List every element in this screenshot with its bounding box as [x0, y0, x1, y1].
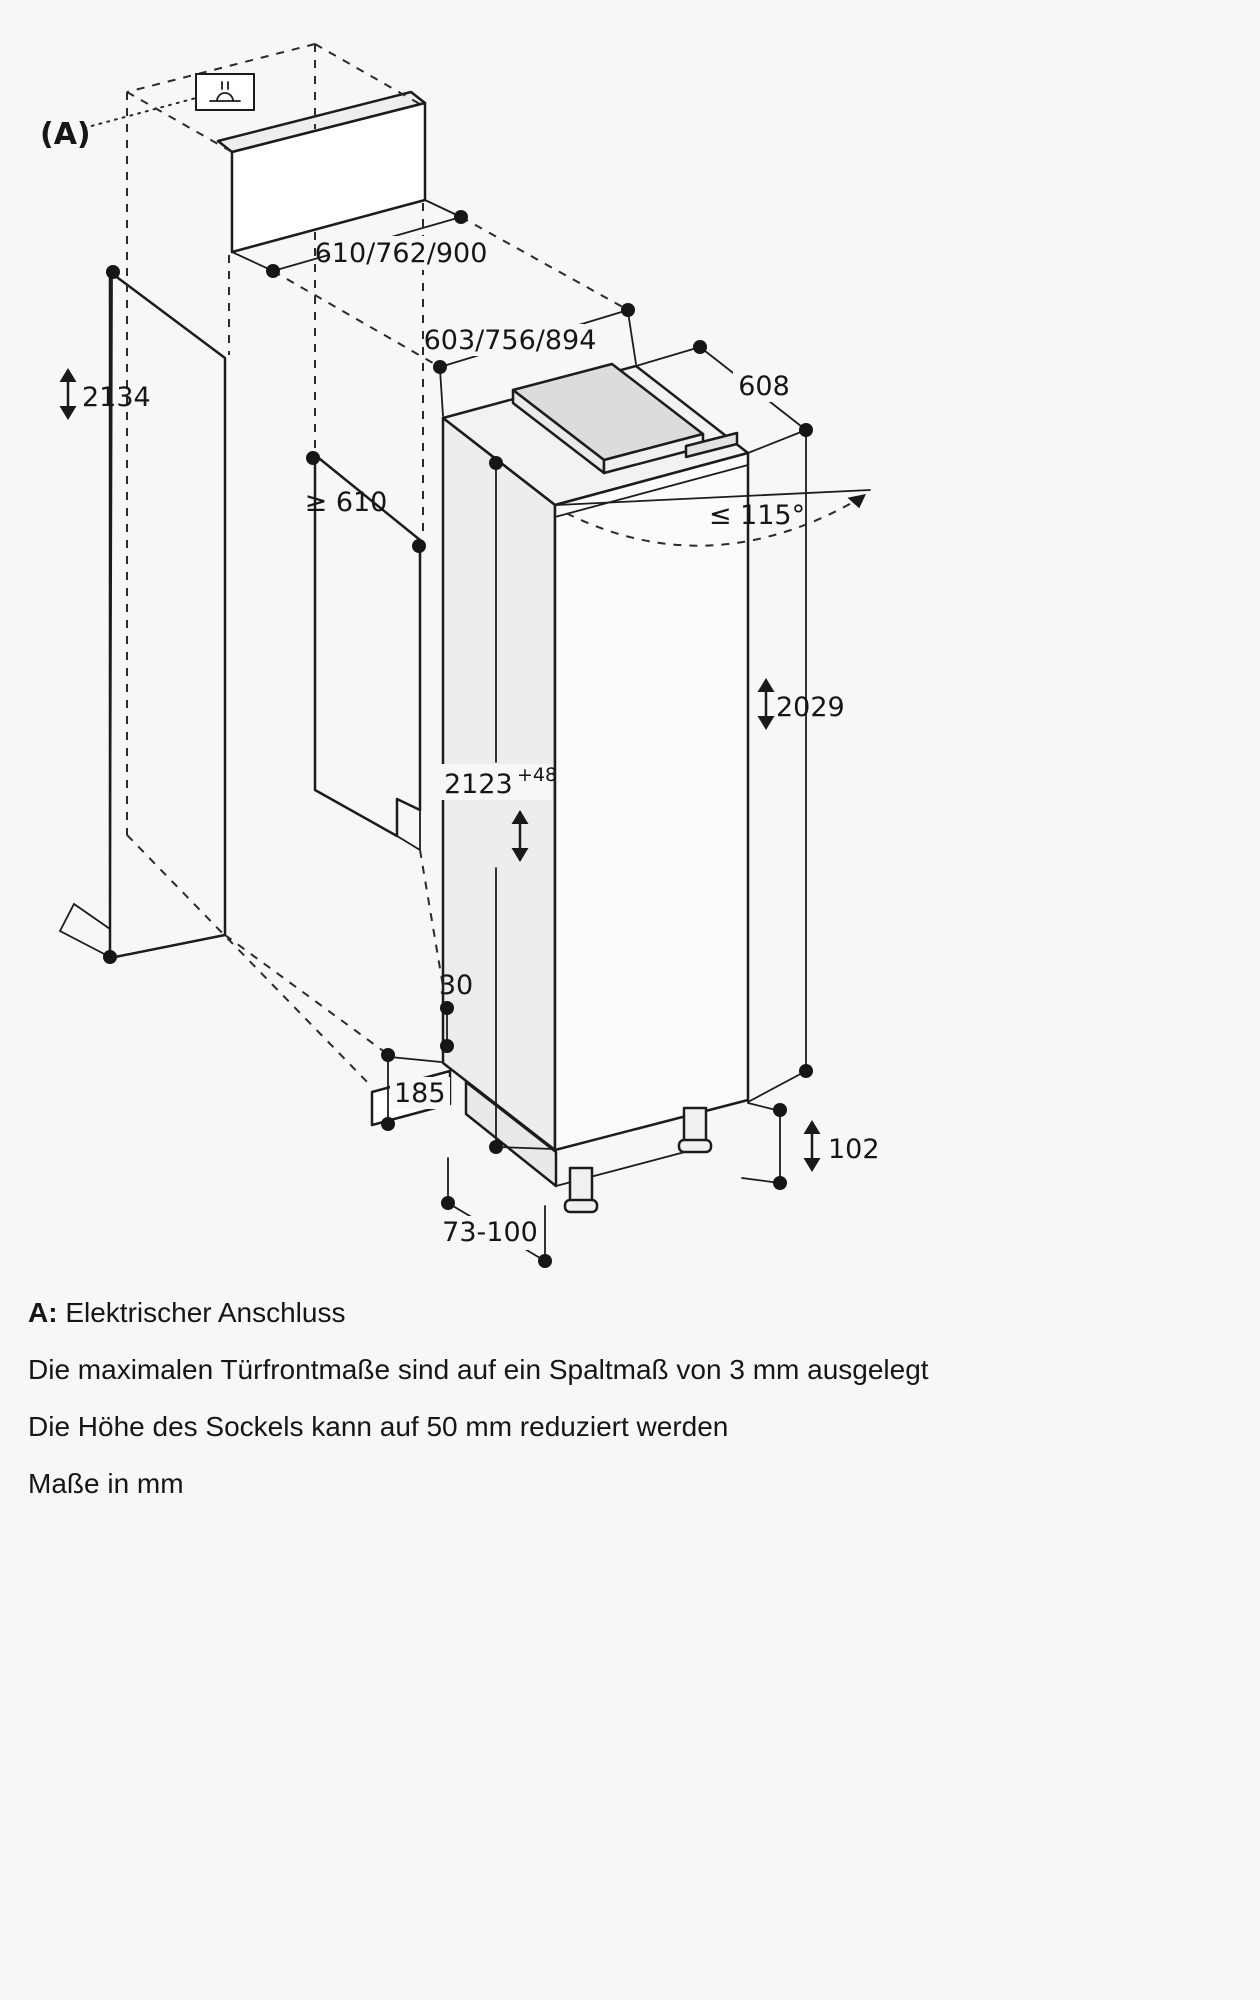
electrical-connection-icon: [209, 81, 241, 102]
note-electrical: A: Elektrischer Anschluss: [28, 1284, 1228, 1341]
note-door-front: Die maximalen Türfrontmaße sind auf ein …: [28, 1354, 929, 1385]
dim-total-height: 2134: [82, 382, 151, 413]
dim-plinth-height-niche: 185: [394, 1078, 446, 1109]
dim-door-opening-angle: ≤ 115°: [709, 500, 805, 531]
electrical-connection-box: [195, 73, 255, 111]
note-a-value: Elektrischer Anschluss: [65, 1297, 346, 1328]
dim-top-panel-width: 610/762/900: [315, 238, 488, 269]
adjustable-foot: [563, 1166, 599, 1214]
niche-panels: [58, 90, 427, 960]
dim-door-height: 2029: [776, 692, 845, 723]
dim-niche-min-depth: ≥ 610: [305, 487, 388, 518]
adjustable-foot: [677, 1106, 713, 1154]
note-plinth: Die Höhe des Sockels kann auf 50 mm redu…: [28, 1411, 729, 1442]
label-masks: [330, 236, 795, 1250]
arrow-door-height: [756, 676, 776, 732]
dim-niche-height: 2123: [444, 769, 513, 800]
appliance-body: [370, 362, 750, 1214]
door-swing: [556, 489, 871, 547]
dim-plinth-depth-range: 73-100: [442, 1217, 538, 1248]
arrow-plinth-height: [802, 1118, 822, 1174]
footnotes: A: Elektrischer Anschluss Die maximalen …: [28, 1284, 1228, 1512]
note-a-key: A:: [28, 1297, 58, 1328]
dimension-lines: [109, 199, 807, 1262]
callout-a-label: (A): [40, 117, 91, 152]
dim-plinth-height-appliance: 102: [828, 1134, 880, 1165]
note-units: Maße in mm: [28, 1468, 184, 1499]
dim-niche-height-tolerance: +48: [517, 764, 557, 786]
dim-rear-clearance: 30: [439, 970, 473, 1001]
door-swing-arrowhead: [847, 494, 866, 509]
dimension-labels: 610/762/900 603/756/894 608 2134 ≥ 610 ≤…: [82, 238, 880, 1248]
electrical-connection-callout: (A): [40, 73, 255, 152]
arrow-total-height: [58, 366, 78, 422]
dim-niche-width: 603/756/894: [424, 325, 597, 356]
appliance-base: [464, 1080, 713, 1214]
measurement-points: [103, 210, 813, 1268]
dim-appliance-depth: 608: [738, 371, 790, 402]
machine-compartment: [511, 362, 739, 475]
